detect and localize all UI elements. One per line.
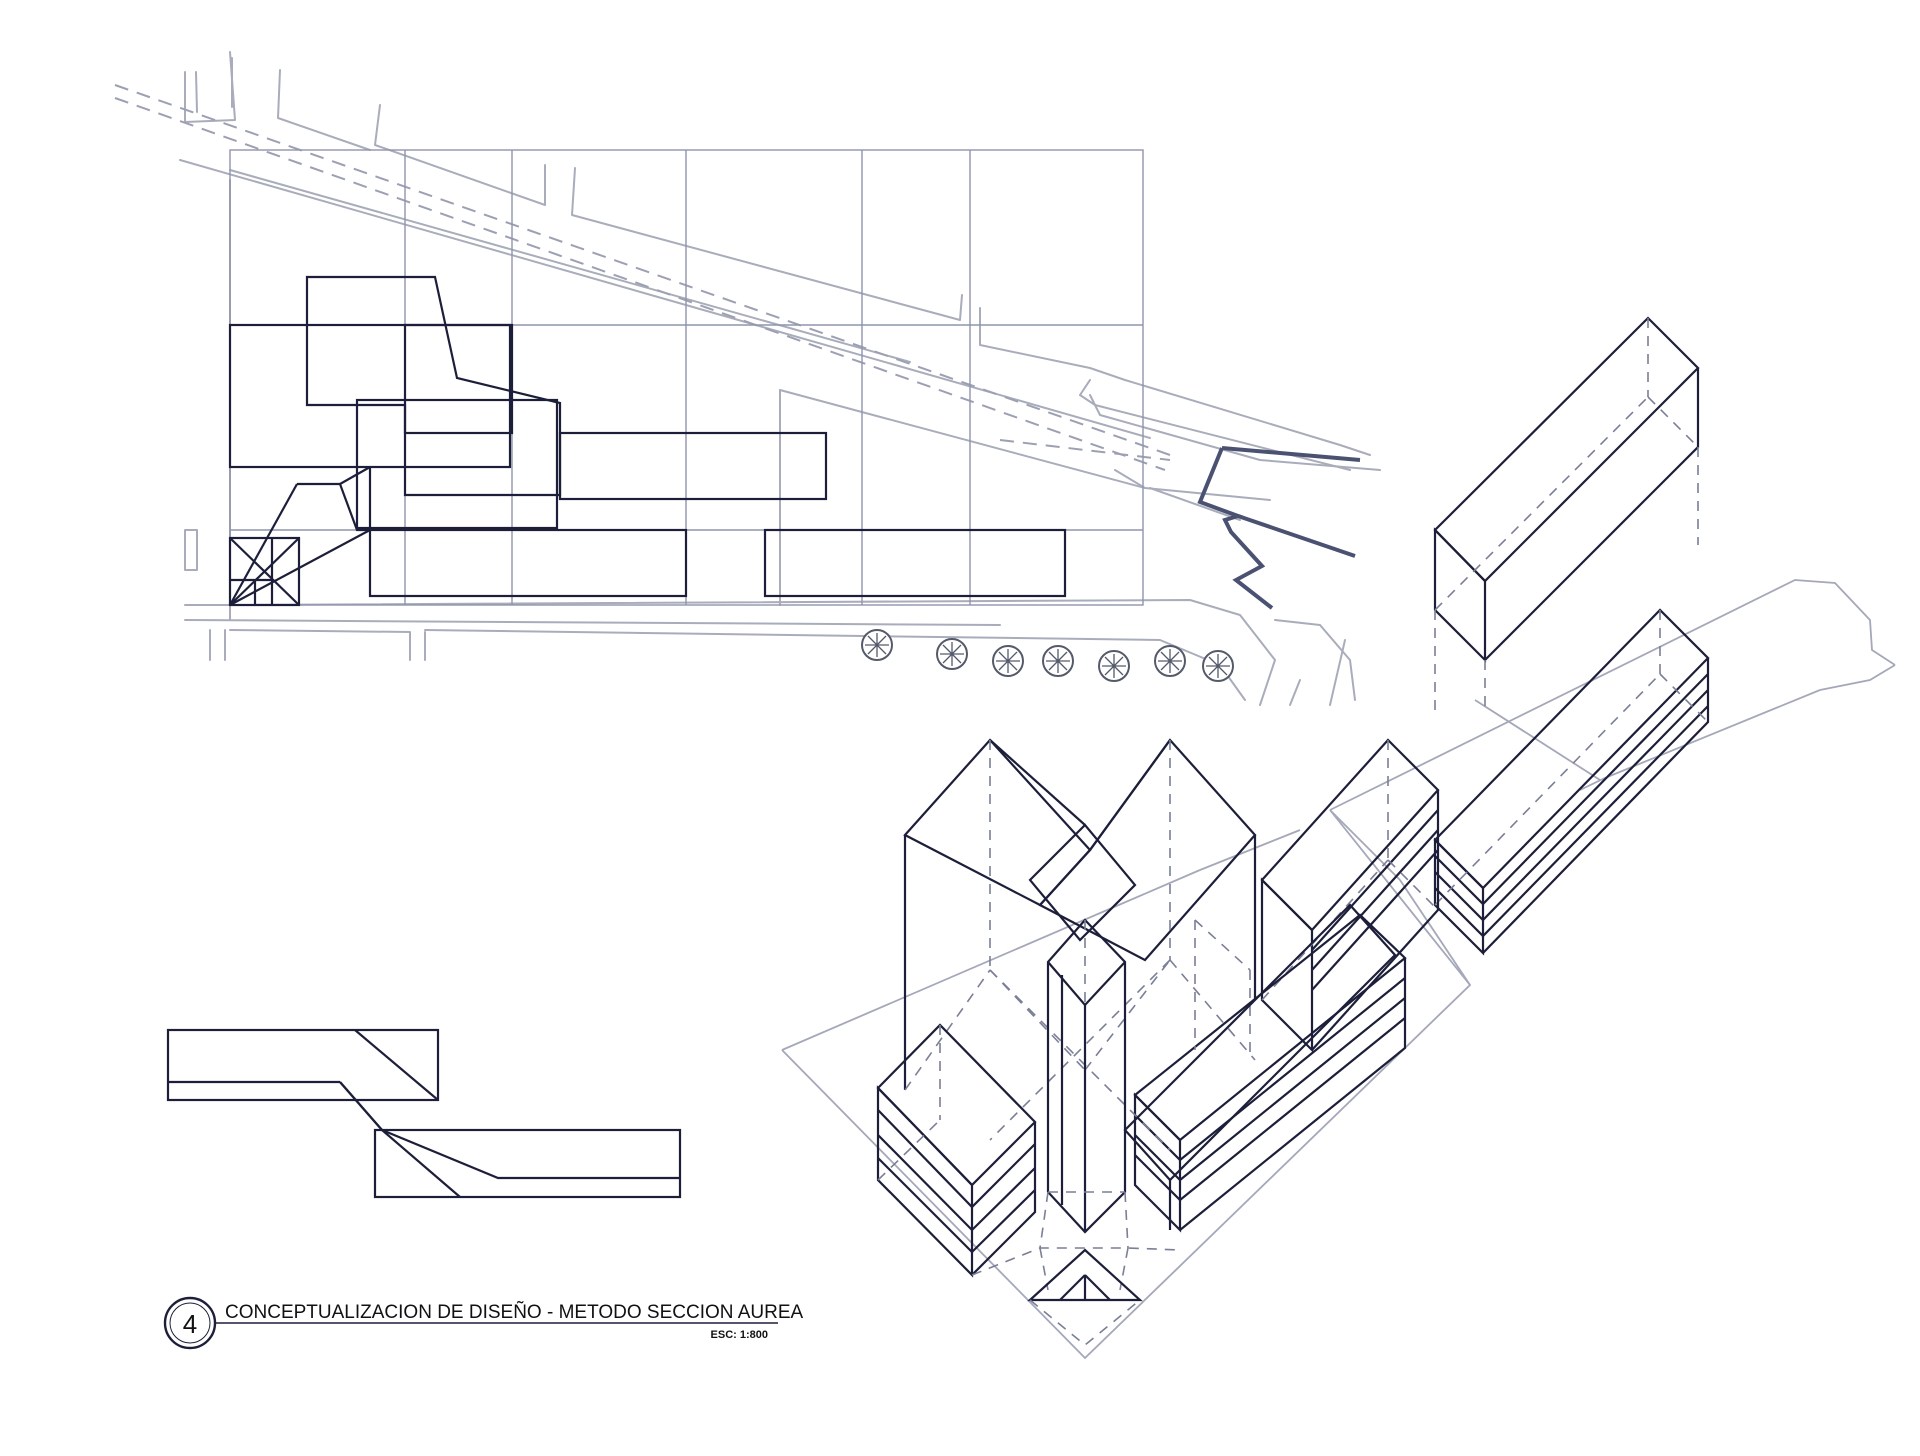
axo-block-middle (1260, 738, 1440, 1053)
tree-icon (992, 645, 1024, 677)
site-plan (114, 51, 1381, 706)
tree-icon (1202, 650, 1234, 682)
title-block: 4 CONCEPTUALIZACION DE DISEÑO - METODO S… (163, 1296, 804, 1350)
access-path-3 (1237, 514, 1356, 558)
tree-icon (936, 638, 968, 670)
tree-icon (1042, 645, 1074, 677)
axo-central-prism (1046, 918, 1127, 1234)
drawing-title: CONCEPTUALIZACION DE DISEÑO - METODO SEC… (225, 1301, 804, 1323)
axo-block-left (876, 1023, 1037, 1278)
railway-lines (114, 84, 1171, 471)
tree-icon (1098, 650, 1130, 682)
axo-site-outline (781, 579, 1896, 1360)
axo-block-floating (1433, 316, 1700, 710)
axo-entrance-diamond (1027, 1248, 1143, 1347)
axonometric-view (781, 316, 1896, 1360)
access-path-2 (1221, 446, 1361, 462)
tree-icon (861, 629, 893, 661)
axo-block-front-bar (1133, 913, 1407, 1233)
axo-block-right-low (1123, 903, 1397, 1230)
concept-diagram (166, 1028, 682, 1199)
access-path (1197, 447, 1274, 610)
drawing-number: 4 (183, 1309, 197, 1339)
axo-towers (903, 738, 1257, 1151)
axo-block-right (1433, 608, 1710, 956)
axo-ground-lines (971, 1191, 1181, 1291)
building-footprints (228, 275, 1067, 607)
drawing-number-circle-inner (169, 1302, 211, 1344)
tree-icons (861, 629, 1234, 682)
drawing-scale: ESC: 1:800 (711, 1329, 768, 1341)
tree-icon (1154, 645, 1186, 677)
